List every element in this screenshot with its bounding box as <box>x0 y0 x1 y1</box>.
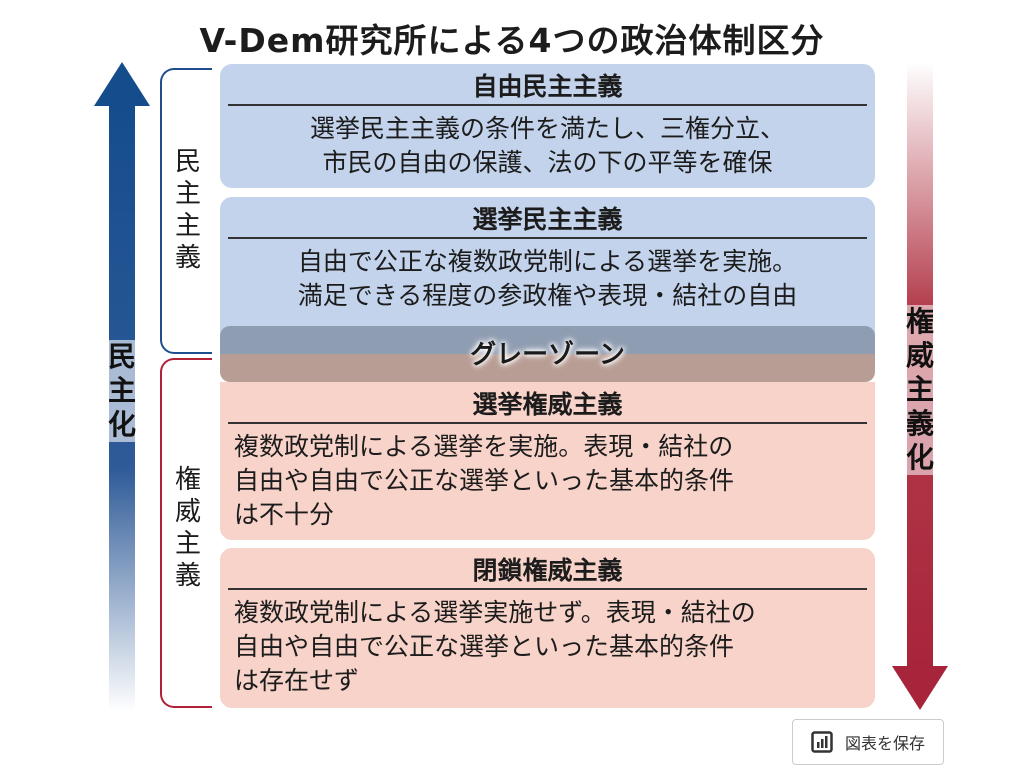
divider <box>228 422 867 424</box>
divider <box>228 588 867 590</box>
diagram-title: V-Dem研究所による4つの政治体制区分 <box>199 21 825 60</box>
save-chart-button[interactable]: 図表を保存 <box>792 719 944 765</box>
description-line: 選挙民主主義の条件を満たし、三権分立、 <box>309 114 785 143</box>
description-line: 自由や自由で公正な選挙といった基本的条件 <box>234 632 735 661</box>
authoritarian-bracket <box>160 358 212 708</box>
authoritarian-bracket-label: 権威主義 <box>174 465 201 591</box>
gray-zone-upper <box>220 326 875 354</box>
card-heading: 選挙民主主義 <box>472 205 623 234</box>
save-chart-label: 図表を保存 <box>844 734 925 753</box>
card-description: 複数政党制による選挙を実施。表現・結社の 自由や自由で公正な選挙といった基本的条… <box>220 424 875 532</box>
description-line: 市民の自由の保護、法の下の平等を確保 <box>322 148 773 177</box>
chart-icon <box>811 731 833 753</box>
electoral-democracy-card: 選挙民主主義 自由で公正な複数政党制による選挙を実施。 満足できる程度の参政権や… <box>220 197 875 342</box>
description-line: 自由や自由で公正な選挙といった基本的条件 <box>234 466 735 495</box>
card-heading: 閉鎖権威主義 <box>472 556 623 585</box>
electoral-autocracy-card: 選挙権威主義 複数政党制による選挙を実施。表現・結社の 自由や自由で公正な選挙と… <box>220 382 875 540</box>
autocratization-label: 権威主義化 <box>903 305 937 475</box>
card-description: 選挙民主主義の条件を満たし、三権分立、 市民の自由の保護、法の下の平等を確保 <box>220 106 875 180</box>
democracy-bracket <box>160 68 212 354</box>
description-line: 複数政党制による選挙実施せず。表現・結社の <box>234 598 756 627</box>
gray-zone-label: グレーゾーン <box>470 340 625 370</box>
description-line: 複数政党制による選挙を実施。表現・結社の <box>234 432 734 461</box>
card-heading: 選挙権威主義 <box>472 390 623 419</box>
description-line: は存在せず <box>234 666 360 695</box>
card-heading: 自由民主主義 <box>472 72 623 101</box>
closed-autocracy-card: 閉鎖権威主義 複数政党制による選挙実施せず。表現・結社の 自由や自由で公正な選挙… <box>220 548 875 708</box>
description-line: は不十分 <box>234 500 335 529</box>
liberal-democracy-card: 自由民主主義 選挙民主主義の条件を満たし、三権分立、 市民の自由の保護、法の下の… <box>220 64 875 188</box>
card-description: 複数政党制による選挙実施せず。表現・結社の 自由や自由で公正な選挙といった基本的… <box>220 590 875 698</box>
description-line: 満足できる程度の参政権や表現・結社の自由 <box>297 281 798 310</box>
description-line: 自由で公正な複数政党制による選挙を実施。 <box>297 247 798 276</box>
divider <box>228 237 867 239</box>
gray-zone-lower <box>220 354 875 382</box>
democracy-bracket-label: 民主主義 <box>174 147 201 273</box>
divider <box>228 104 867 106</box>
card-description: 自由で公正な複数政党制による選挙を実施。 満足できる程度の参政権や表現・結社の自… <box>220 239 875 313</box>
democratization-label: 民主化 <box>105 340 139 442</box>
